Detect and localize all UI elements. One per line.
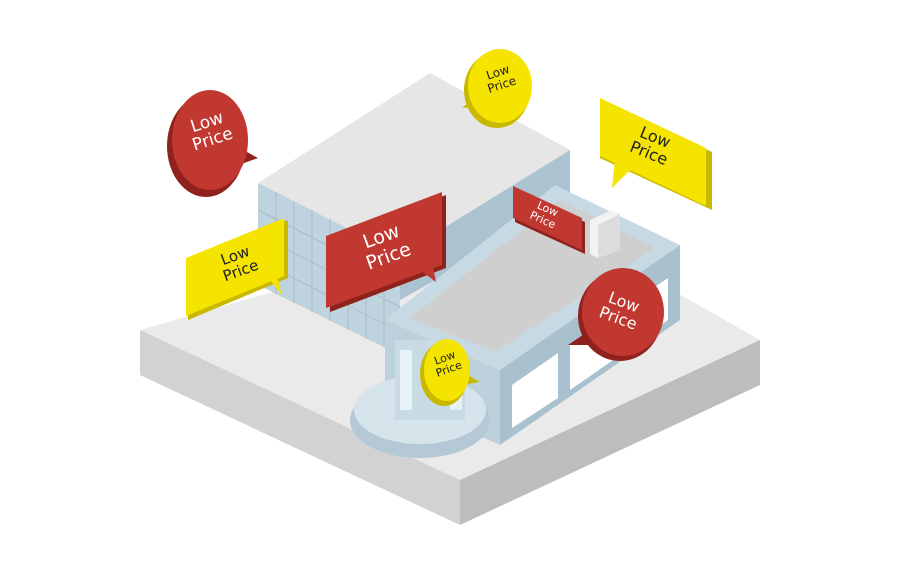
bubble-yellow-circle-small (420, 339, 480, 406)
bubble-red-circle-right (568, 268, 664, 361)
bubble-yellow-rect-left (186, 218, 288, 320)
bubble-red-rect-small (513, 186, 585, 254)
bubble-red-rect-center (326, 192, 446, 312)
bubble-red-circle-left (167, 90, 258, 197)
bubble-yellow-circle-top (462, 49, 532, 128)
bubble-yellow-rect-right (600, 98, 712, 210)
